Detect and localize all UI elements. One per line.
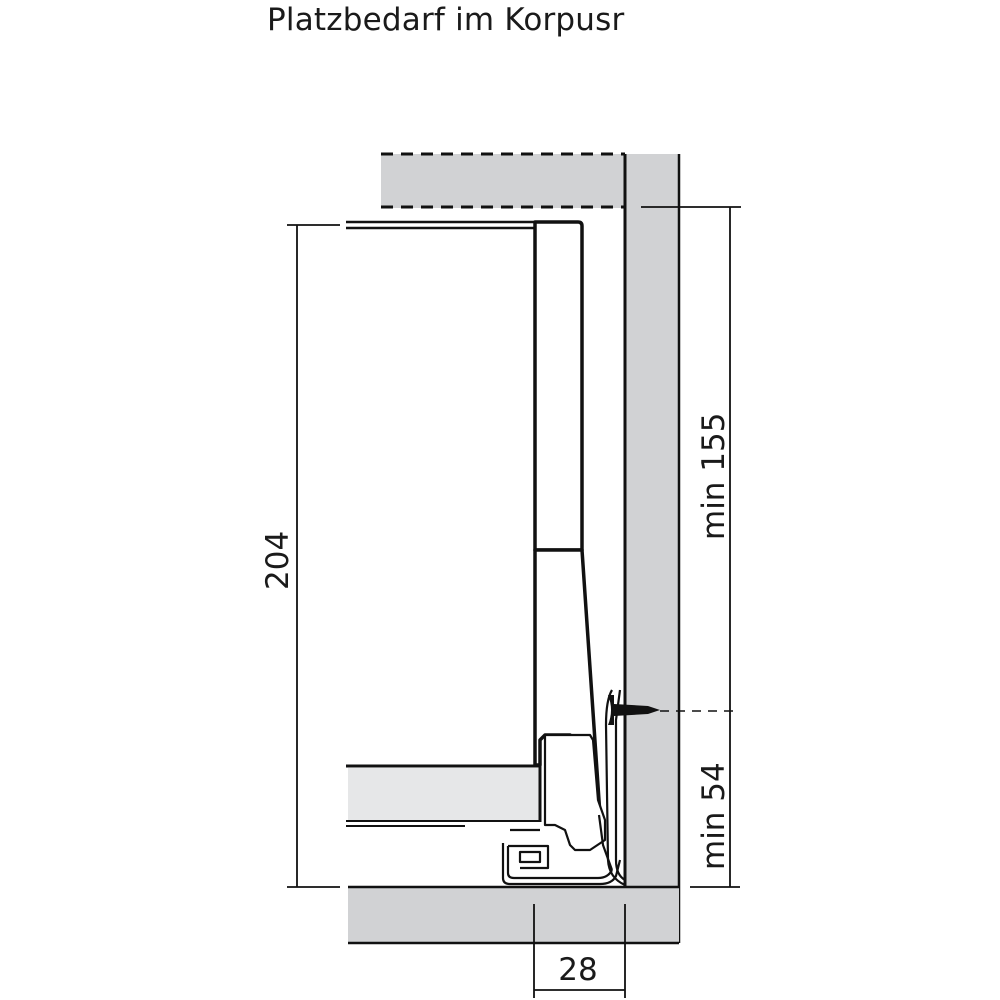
bottom-panel	[348, 885, 679, 945]
runner-assembly	[501, 689, 626, 887]
dimension-label-min-155: min 155	[696, 413, 732, 540]
dimension-28: 28	[533, 904, 626, 998]
dimension-label-28: 28	[558, 952, 597, 988]
dimension-label-204: 204	[260, 531, 296, 590]
screw-icon	[608, 695, 740, 725]
side-wall	[623, 154, 681, 943]
drawer-bottom	[346, 764, 542, 827]
drawer-side-profile	[533, 220, 602, 824]
drawer-top-edge	[346, 220, 535, 230]
dimension-min-54: min 54	[690, 762, 740, 888]
diagram-title: Platzbedarf im Korpusr	[267, 2, 625, 38]
top-shelf	[381, 152, 625, 209]
dimension-204: 204	[260, 224, 340, 888]
dimension-label-min-54: min 54	[696, 762, 732, 870]
dimension-min-155: min 155	[641, 206, 741, 887]
